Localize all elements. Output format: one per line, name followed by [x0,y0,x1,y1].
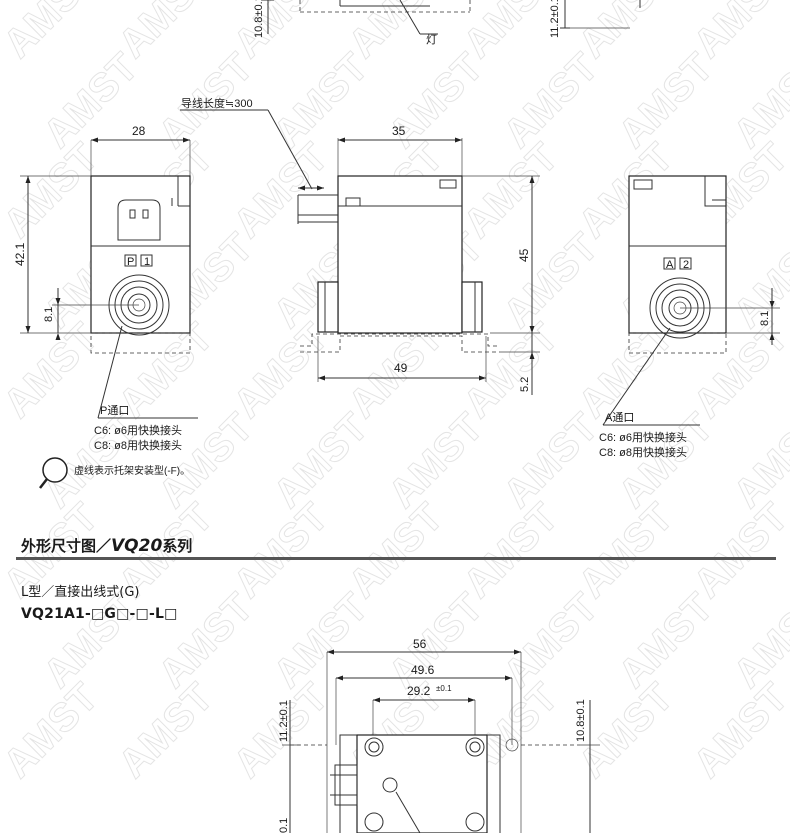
middle-bottom-offset: 5.2 [519,377,531,392]
section-subtitle: L型／直接出线式(G) [21,585,140,600]
section-title-prefix: 外形尺寸图／ [21,537,112,555]
watermark-text: AMST [340,495,451,606]
left-port-label: P通口 [100,404,129,417]
watermark-text: AMST [610,585,721,696]
section-series: VQ20 [111,536,163,556]
watermark-text: AMST [150,405,261,516]
middle-view: 导线长度≒300 35 45 [180,96,540,395]
watermark-text: AMST [35,585,146,696]
watermark-text: AMST [455,495,566,606]
right-view: A 2 8.1 A通口 C6: ø6用快换接头 C8: ø8用快换接头 [599,175,780,459]
top-right-tolerance: 11.2±0.1 [549,0,561,38]
watermark-text: AMST [265,405,376,516]
right-note-c6: C6: ø6用快换接头 [599,430,687,444]
right-tolerance: 10.8±0.1 [575,699,587,742]
left-note-c8: C8: ø8用快换接头 [94,438,182,452]
left-tolerance: 11.2±0.1 [278,700,290,742]
watermark-text: AMST [685,675,790,786]
watermark-text: AMST [725,405,790,516]
model-code: VQ21A1-□G□-□-L□ [21,606,178,622]
watermark-text: AMST [455,135,566,246]
right-note-c8: C8: ø8用快换接头 [599,445,687,459]
right-offset-dim: 8.1 [759,311,771,326]
lead-wire-label: 导线长度≒300 [181,96,253,110]
bracket-note: 虚线表示托架安装型(-F)。 [39,457,190,489]
top-strip: 10.8±0.1 灯 11.2±0.1 [253,0,641,46]
dim-mid: 49.6 [411,663,435,677]
dim-overall: 56 [413,637,427,651]
dim-inner: 29.2 [407,684,431,698]
bracket-note-text: 虚线表示托架安装型(-F)。 [74,464,190,477]
left-port-tag-number: 1 [144,256,150,268]
dim-inner-tol: ±0.1 [436,684,452,693]
left-note-c6: C6: ø6用快换接头 [94,423,182,437]
right-port-label: A通口 [605,411,634,424]
watermark-text: AMST [110,0,221,66]
watermark-text: AMST [570,0,681,66]
watermark-text: AMST [225,495,336,606]
watermark-text: AMST [0,0,106,66]
watermark-text: AMST [570,495,681,606]
watermark-text: AMST [225,135,336,246]
lamp-label: 灯 [426,33,437,46]
watermark-text: AMST [265,585,376,696]
right-port-tag-letter: A [666,259,674,271]
left-port-tag-letter: P [127,256,134,268]
right-port-tag-number: 2 [683,259,689,271]
watermark-text: AMST [380,585,491,696]
magnifier-icon [42,457,68,483]
top-left-tolerance: 10.8±0.1 [253,0,265,38]
watermark-text: AMST [150,585,261,696]
middle-width-dim: 35 [392,124,406,138]
middle-height-dim: 45 [517,248,531,262]
watermark-text: AMST [495,225,606,336]
watermark-text: AMST [0,675,106,786]
section-title: 外形尺寸图／VQ20系列 [21,535,192,556]
section-title-suffix: 系列 [162,537,193,555]
watermark-text: AMST [110,675,221,786]
watermark-text: AMST [495,45,606,156]
watermark-text: AMST [610,45,721,156]
watermark-text: AMST [725,585,790,696]
bottom-left-value: 0.1 [278,818,290,833]
watermark-text: AMST [380,405,491,516]
left-width-dim: 28 [132,124,146,138]
left-height-dim: 42.1 [13,242,27,266]
left-offset-dim: 8.1 [43,307,55,322]
middle-bottom-width: 49 [394,361,408,375]
watermark-text: AMST [685,495,790,606]
section-divider [16,557,776,560]
watermark-text: AMST [725,225,790,336]
left-view: 28 P 1 42.1 8.1 [13,124,198,452]
bottom-drawing: 56 49.6 29.2 ±0.1 [278,637,600,833]
watermark-text: AMST [225,0,336,66]
watermark-text: AMST [725,45,790,156]
watermark-text: AMST [495,405,606,516]
